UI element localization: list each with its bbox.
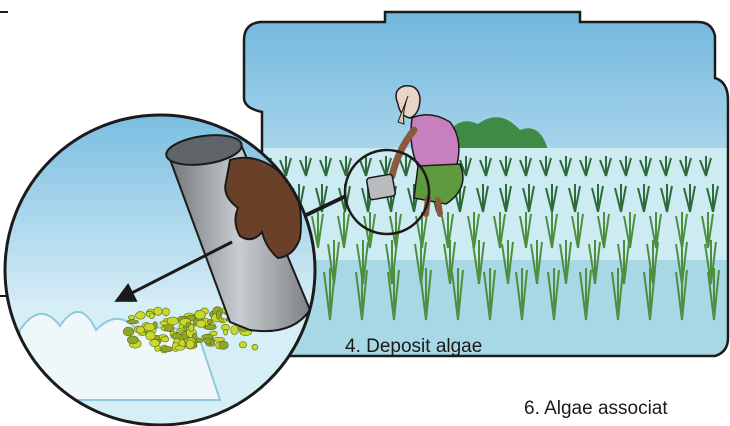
algae-clump [161,337,169,342]
algae-clump [186,340,194,349]
algae-clump [213,337,224,341]
caption-algae-association: 6. Algae associat [524,398,668,420]
algae-clump [175,346,185,351]
algae-clump [216,311,220,320]
algae-clump [167,317,178,325]
algae-clump [219,341,228,349]
algae-clump [127,336,138,344]
algae-clump [146,331,156,340]
algae-clump [144,324,155,331]
algae-clump [161,346,173,352]
algae-clump [171,334,182,339]
algae-clump [239,342,246,348]
algae-clump [128,315,134,319]
algae-clump [123,327,134,336]
algae-clump [160,321,168,325]
algae-clump [252,344,258,350]
algae-clump [196,320,206,327]
caption-deposit-algae: 4. Deposit algae [345,336,482,358]
algae-clump [149,313,154,319]
algae-clump [202,334,213,339]
algae-clump [136,312,146,320]
algae-clump [224,329,228,335]
paddy-field-panel [240,8,730,360]
algae-clump [195,310,206,319]
algae-clump [207,319,212,324]
algae-clump [127,320,139,324]
algae-clump [154,307,163,315]
algae-clump [136,326,144,333]
algae-clump [231,326,239,335]
algae-clump [189,324,194,331]
algae-clump [162,308,169,316]
algae-clump [205,325,216,330]
algae-clump [150,339,160,346]
